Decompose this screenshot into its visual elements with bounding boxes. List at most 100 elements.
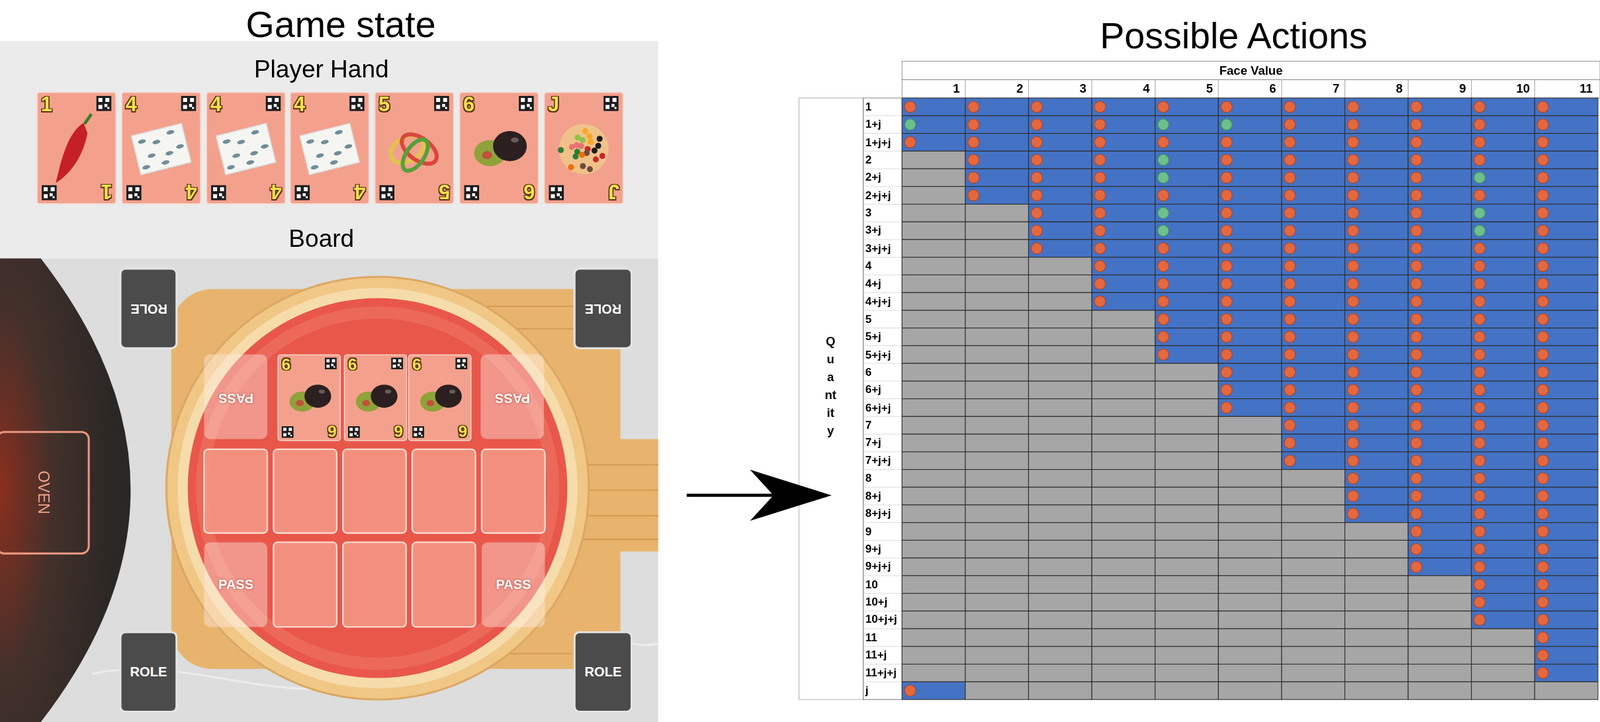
- game-state-panel: Game statePlayer Hand114444445566JJBoard…: [0, 41, 659, 722]
- invalid-cell: [1028, 522, 1092, 541]
- header-tick: [964, 79, 966, 98]
- red-dot: [1410, 207, 1423, 219]
- row-label: 3: [865, 204, 872, 223]
- pass-label: PASS: [218, 577, 254, 593]
- red-dot: [1094, 207, 1106, 219]
- row-line: [863, 115, 903, 116]
- red-dot: [1220, 172, 1233, 184]
- invalid-cell: [1155, 487, 1219, 505]
- valid-cell: [1155, 345, 1219, 364]
- invalid-cell: [1281, 593, 1346, 612]
- valid-cell: [1471, 610, 1536, 629]
- row-line: [863, 645, 903, 647]
- invalid-cell: [1091, 381, 1156, 400]
- qr-code: [297, 187, 302, 192]
- header-tick: [1154, 79, 1156, 98]
- valid-cell: [1155, 292, 1219, 311]
- red-dot: [1537, 543, 1549, 555]
- valid-cell: [1091, 257, 1156, 276]
- red-dot: [1474, 366, 1486, 378]
- red-dot: [1220, 207, 1233, 219]
- red-dot: [1410, 172, 1423, 184]
- row-label: 10+j+j: [865, 610, 898, 629]
- qr-code: [445, 107, 448, 110]
- valid-cell: [1218, 239, 1282, 258]
- qr-code: [283, 433, 287, 437]
- invalid-cell: [1155, 399, 1219, 417]
- invalid-cell: [1028, 345, 1092, 364]
- invalid-cell: [1091, 434, 1156, 452]
- red-dot: [1347, 419, 1359, 431]
- valid-cell: [1344, 274, 1409, 293]
- red-dot: [1474, 561, 1486, 573]
- pass-label: PASS: [495, 577, 531, 593]
- valid-cell: [1028, 97, 1092, 116]
- valid-cell: [1471, 557, 1536, 576]
- invalid-cell: [1155, 681, 1219, 700]
- valid-cell: [1155, 257, 1219, 276]
- invalid-cell: [965, 434, 1029, 452]
- red-dot: [1474, 455, 1486, 467]
- olive-art: [318, 389, 325, 394]
- invalid-cell: [1218, 557, 1282, 576]
- qr-code: [49, 193, 53, 197]
- red-dot: [1410, 437, 1423, 449]
- row-line: [863, 398, 903, 400]
- valid-cell: [1218, 133, 1282, 152]
- axis-title: Face Value: [901, 61, 1600, 81]
- red-dot: [1030, 189, 1043, 202]
- red-dot: [1220, 348, 1233, 360]
- row-line: [863, 504, 903, 505]
- valid-cell: [1408, 451, 1472, 470]
- oven-zone: OVEN: [0, 430, 90, 555]
- valid-cell: [1155, 115, 1219, 134]
- red-dot: [1347, 455, 1359, 467]
- qr-code: [183, 105, 188, 110]
- qr-code: [358, 97, 363, 102]
- role-label: ROLE: [130, 665, 168, 680]
- invalid-cell: [965, 575, 1029, 594]
- row-label: 10: [865, 575, 879, 594]
- row-label: 1+j+j: [865, 133, 892, 152]
- invalid-cell: [1028, 451, 1092, 470]
- red-dot: [1094, 260, 1106, 272]
- row-label: 1: [865, 97, 872, 116]
- red-dot: [1410, 472, 1423, 484]
- qr-code: [267, 105, 272, 110]
- invalid-cell: [1155, 434, 1219, 452]
- red-dot: [968, 101, 980, 113]
- invalid-cell: [1218, 628, 1282, 647]
- valid-cell: [1218, 328, 1282, 347]
- header-tick: [1408, 79, 1409, 98]
- card-value: 4: [210, 93, 222, 116]
- invalid-cell: [1281, 539, 1346, 558]
- invalid-cell: [1091, 593, 1156, 612]
- player-hand-panel: Player Hand114444445566JJ: [0, 41, 659, 227]
- valid-cell: [1471, 539, 1536, 558]
- row-label: 9+j+j: [865, 557, 892, 576]
- valid-cell: [1534, 522, 1599, 541]
- red-dot: [1537, 313, 1549, 325]
- qr-code: [548, 185, 564, 201]
- row-label: 9: [865, 522, 872, 541]
- pizza-crust: [166, 276, 589, 700]
- invalid-cell: [901, 168, 966, 187]
- cheese-art: [152, 138, 161, 145]
- card-slot: [273, 541, 337, 627]
- row-label: 8+j: [865, 487, 882, 505]
- qr-code: [550, 193, 555, 198]
- header-tick: [1344, 79, 1346, 98]
- invalid-cell: [1471, 646, 1536, 665]
- row-line: [863, 133, 903, 134]
- invalid-cell: [901, 257, 966, 276]
- qr-code: [349, 427, 353, 431]
- valid-cell: [1344, 381, 1409, 400]
- role-box: ROLE: [573, 631, 633, 713]
- red-dot: [1347, 366, 1359, 378]
- valid-cell: [1281, 381, 1346, 400]
- invalid-cell: [965, 416, 1029, 435]
- valid-cell: [1091, 204, 1156, 223]
- invalid-cell: [1408, 575, 1472, 594]
- valid-cell: [1471, 292, 1536, 311]
- qr-code: [98, 97, 103, 102]
